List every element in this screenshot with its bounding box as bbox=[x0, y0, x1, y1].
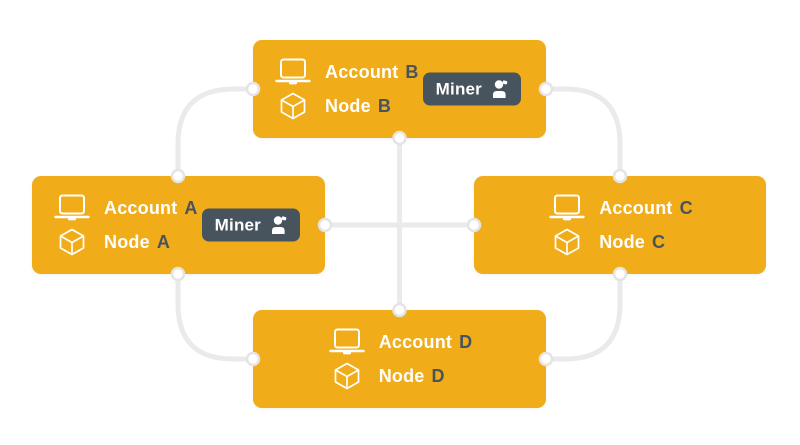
account-suffix: C bbox=[679, 197, 693, 218]
cube-icon bbox=[273, 92, 313, 120]
laptop-icon bbox=[327, 328, 367, 356]
cube-icon bbox=[327, 362, 367, 390]
node-suffix: B bbox=[377, 95, 392, 116]
connection-c-d bbox=[543, 271, 623, 362]
node-suffix: D bbox=[431, 365, 445, 386]
connection-b-c bbox=[543, 86, 623, 179]
miner-badge-label: Miner bbox=[435, 79, 482, 98]
miner-badge-label: Miner bbox=[214, 215, 261, 234]
miner-badge: Miner bbox=[422, 72, 521, 106]
person-icon bbox=[270, 216, 287, 235]
cube-icon bbox=[547, 228, 587, 256]
node-suffix: A bbox=[156, 231, 171, 252]
account-suffix: B bbox=[405, 61, 419, 82]
laptop-icon bbox=[547, 194, 587, 222]
connection-b-a bbox=[175, 86, 256, 179]
laptop-icon bbox=[273, 58, 313, 86]
laptop-icon bbox=[52, 194, 92, 222]
account-suffix: D bbox=[459, 331, 473, 352]
miner-badge: Miner bbox=[201, 208, 300, 242]
connection-a-d bbox=[175, 271, 256, 362]
node-suffix: C bbox=[652, 231, 666, 252]
cube-icon bbox=[52, 228, 92, 256]
account-suffix: A bbox=[184, 197, 198, 218]
person-icon bbox=[491, 80, 508, 99]
